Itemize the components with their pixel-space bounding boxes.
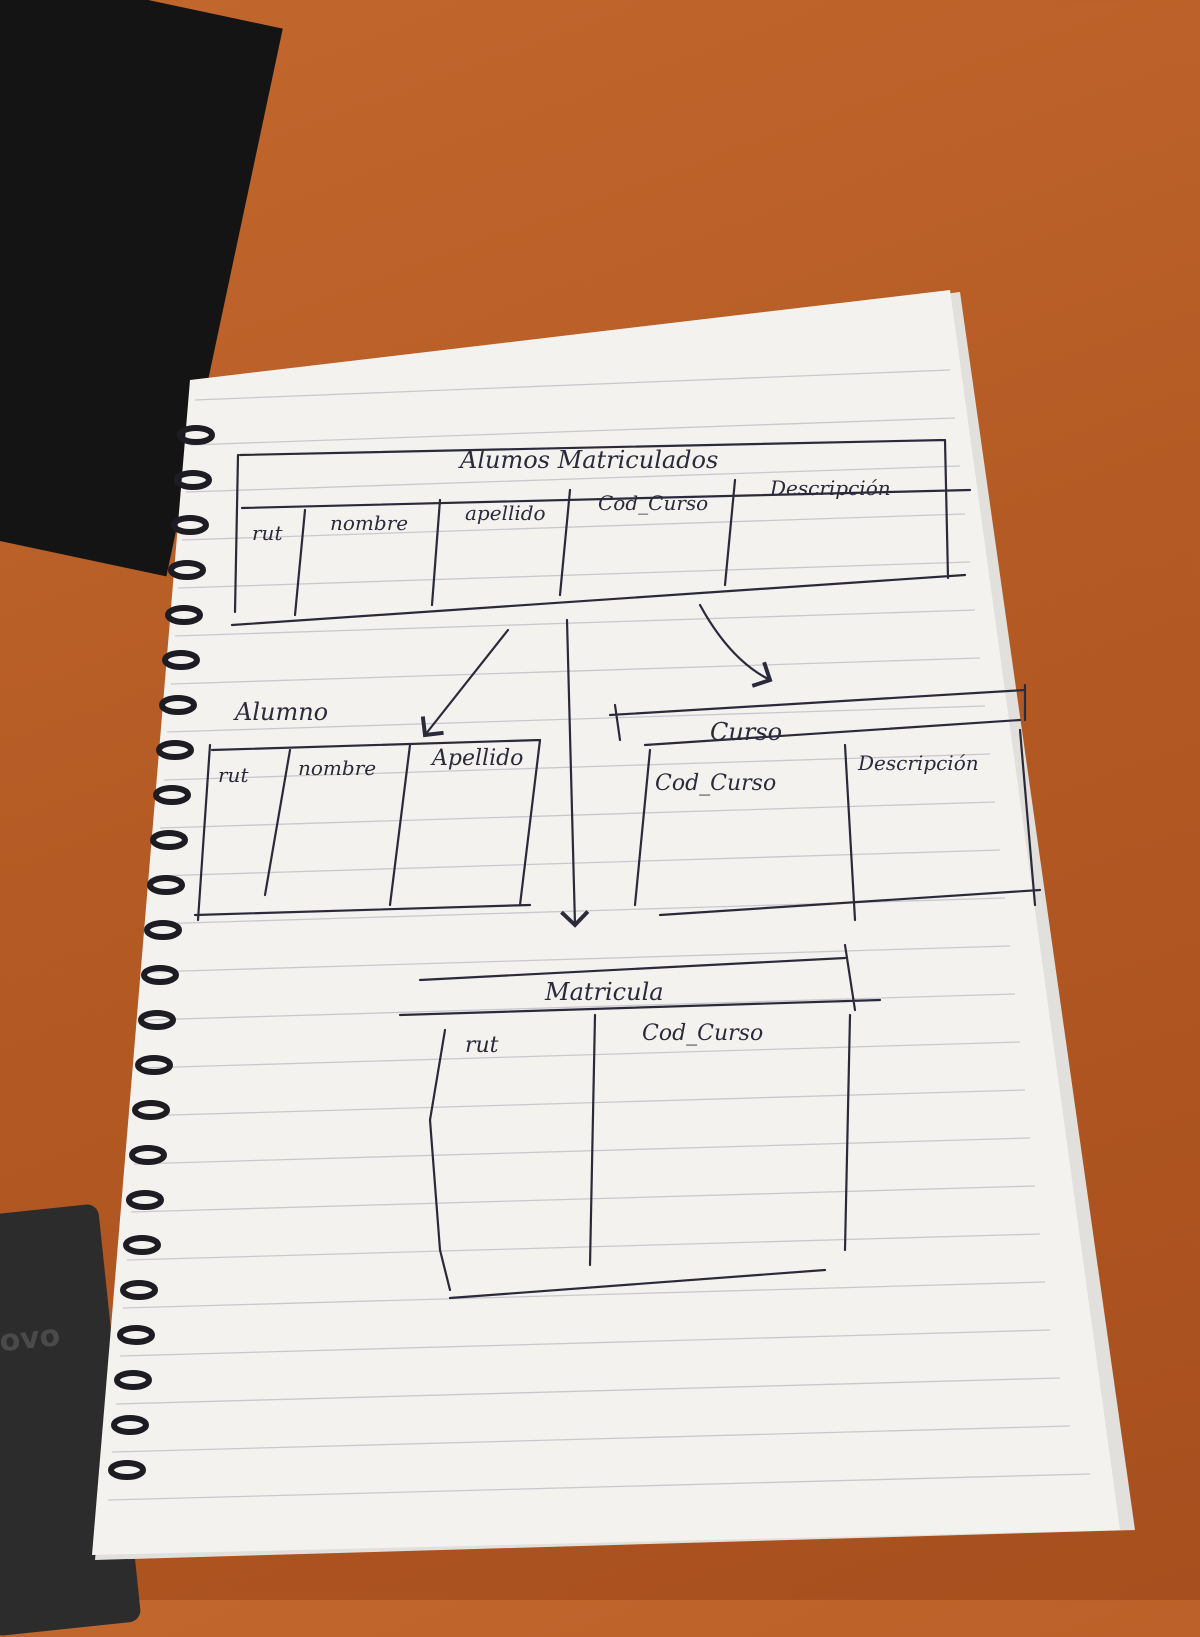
table-outline — [608, 683, 1042, 917]
notebook-page — [92, 290, 1135, 1560]
column-header: Cod_Curso — [642, 1021, 763, 1046]
table-outline — [230, 438, 972, 627]
arrow-to-alumno — [420, 628, 510, 738]
table-title: Alumno — [233, 698, 328, 726]
column-divider — [843, 1013, 852, 1252]
table-outline — [193, 738, 542, 922]
table-alumnos-matriculados: Alumos Matriculados rut nombre apellido … — [230, 438, 972, 627]
arrow-to-matricula — [560, 618, 590, 928]
column-divider — [723, 478, 737, 587]
column-header: nombre — [298, 756, 376, 780]
column-divider — [633, 748, 652, 907]
column-divider — [843, 743, 857, 922]
column-header: nombre — [330, 511, 408, 535]
column-header: Cod_Curso — [598, 491, 708, 515]
arrow-to-curso — [698, 603, 773, 688]
column-header: Apellido — [430, 746, 523, 771]
column-header: Descripción — [769, 476, 891, 500]
table-outline — [448, 1268, 827, 1300]
table-title: Matricula — [544, 978, 664, 1006]
column-divider — [428, 1028, 452, 1292]
column-divider — [558, 488, 572, 597]
column-divider — [430, 498, 442, 607]
column-header: rut — [465, 1033, 499, 1058]
notebook-diagram: Alumos Matriculados rut nombre apellido … — [92, 290, 1135, 1560]
column-divider — [388, 743, 412, 907]
column-divider — [1018, 728, 1037, 907]
column-header: rut — [252, 521, 283, 545]
table-matricula: Matricula rut Cod_Curso — [398, 943, 882, 1300]
column-header: Descripción — [857, 751, 979, 775]
table-alumno: Alumno rut nombre Apellido — [193, 698, 542, 922]
table-outline — [398, 943, 882, 1017]
column-divider — [293, 508, 307, 617]
column-divider — [588, 1013, 597, 1267]
table-curso: Curso Cod_Curso Descripción — [608, 683, 1042, 922]
column-header: apellido — [465, 501, 546, 525]
column-header: Cod_Curso — [655, 771, 776, 796]
column-divider — [263, 748, 292, 897]
column-header: rut — [218, 763, 249, 787]
table-title: Alumos Matriculados — [458, 446, 718, 474]
table-title: Curso — [710, 718, 782, 746]
spiral-binding — [108, 425, 215, 1480]
